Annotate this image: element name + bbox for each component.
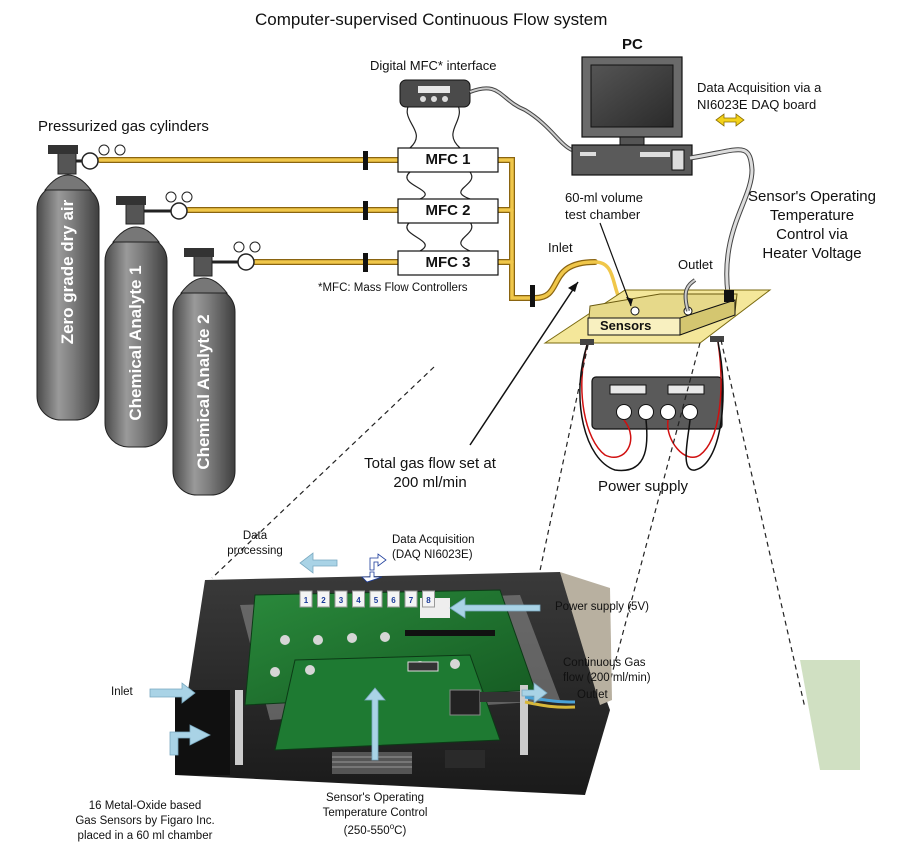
sensor-chip <box>422 590 435 608</box>
photo-daq-line1: Data Acquisition <box>392 534 475 546</box>
photo-flow-line1: Continuous Gas <box>563 657 646 669</box>
photo-temp-line1: Sensor's Operating <box>325 792 425 804</box>
mfc-interface-device <box>399 79 471 108</box>
chamber-label-line2: test chamber <box>565 207 641 222</box>
sensor-chip-number: 1 <box>304 596 309 605</box>
sensor-chips: 1 2 3 4 5 6 7 8 <box>299 590 435 608</box>
mfc-boxes <box>397 147 499 276</box>
total-flow-line2: 200 ml/min <box>393 474 467 491</box>
sensor-chip <box>334 590 348 608</box>
sensor-chip-number: 6 <box>391 596 396 605</box>
sensor-chip-number: 7 <box>409 596 414 605</box>
sot-label-line2: Temperature <box>769 207 855 224</box>
sensor-chip-number: 3 <box>339 596 344 605</box>
cylinder-label-analyte-1: Chemical Analyte 1 <box>126 265 145 421</box>
power-supply-label: Power supply <box>598 478 689 495</box>
cylinders-label: Pressurized gas cylinders <box>38 118 209 135</box>
sensor-chip-number: 4 <box>356 596 361 605</box>
photo-arrows <box>149 552 548 761</box>
mfc3-label: MFC 3 <box>425 254 471 271</box>
sot-label-line4: Heater Voltage <box>762 245 862 262</box>
sot-label-line1: Sensor's Operating <box>748 188 876 205</box>
chamber-label-line1: 60-ml volume <box>565 190 644 205</box>
sot-label-line3: Control via <box>776 226 848 243</box>
cylinder-zero-air <box>36 145 100 421</box>
mfc-cables <box>406 99 473 252</box>
photo-data-processing-line2: processing <box>227 545 283 557</box>
pc-label: PC <box>622 36 643 53</box>
sensor-chip <box>299 590 313 608</box>
cylinder-label-zero-air: Zero grade dry air <box>58 199 77 345</box>
sensor-chip <box>317 590 330 608</box>
power-wires <box>579 341 724 472</box>
gauge-icons <box>98 144 261 253</box>
cylinder-analyte-2 <box>172 248 255 496</box>
sensor-chip <box>352 590 365 608</box>
sensor-chip-number: 5 <box>374 596 379 605</box>
flow-pointer <box>469 281 579 446</box>
photo-outlet-label: Outlet <box>577 689 608 701</box>
sensor-chip-number: 8 <box>426 596 431 605</box>
zoom-dashed-lines <box>211 339 806 769</box>
pc-computer <box>571 56 693 176</box>
photo-temp-line2: Temperature Control <box>322 807 428 819</box>
photo-inlet-label: Inlet <box>111 686 133 698</box>
outlet-label: Outlet <box>678 257 713 272</box>
photo-sensors-line2: Gas Sensors by Figaro Inc. <box>75 815 215 827</box>
photo-temp-line3: (250-550oC) <box>343 822 407 837</box>
line-valves <box>363 151 535 307</box>
photo-power-label: Power supply (5V) <box>555 601 649 613</box>
test-chamber <box>543 289 772 345</box>
sensor-array-photo <box>175 572 860 795</box>
gas-lines <box>97 157 622 302</box>
total-flow-line1: Total gas flow set at <box>364 455 496 472</box>
mfc1-label: MFC 1 <box>425 151 471 168</box>
sensors-label: Sensors <box>600 318 652 333</box>
mfc2-label: MFC 2 <box>425 202 471 219</box>
photo-data-processing-line1: Data <box>242 530 268 542</box>
sensor-chip-number: 2 <box>321 596 326 605</box>
photo-flow-line2: flow (200 ml/min) <box>563 672 651 684</box>
photo-sensors-line1: 16 Metal-Oxide based <box>88 800 202 812</box>
sensor-chip <box>369 590 383 608</box>
inlet-label: Inlet <box>548 240 573 255</box>
sensor-chip <box>404 590 418 608</box>
daq-label-line2: NI6023E DAQ board <box>697 97 817 112</box>
daq-double-arrow-icon <box>715 113 745 127</box>
mfc-interface-label: Digital MFC* interface <box>370 58 497 73</box>
photo-daq-line2: (DAQ NI6023E) <box>392 549 473 561</box>
cylinder-label-analyte-2: Chemical Analyte 2 <box>194 314 213 470</box>
cylinder-analyte-1 <box>104 196 188 448</box>
power-supply-device <box>591 376 723 430</box>
mfc-note: *MFC: Mass Flow Controllers <box>318 282 468 294</box>
interface-pc-cable <box>469 86 573 152</box>
daq-label-line1: Data Acquisition via a <box>697 80 822 95</box>
photo-sensors-line3: placed in a 60 ml chamber <box>77 830 213 842</box>
diagram-title: Computer-supervised Continuous Flow syst… <box>255 10 608 29</box>
sensor-chip <box>387 590 400 608</box>
